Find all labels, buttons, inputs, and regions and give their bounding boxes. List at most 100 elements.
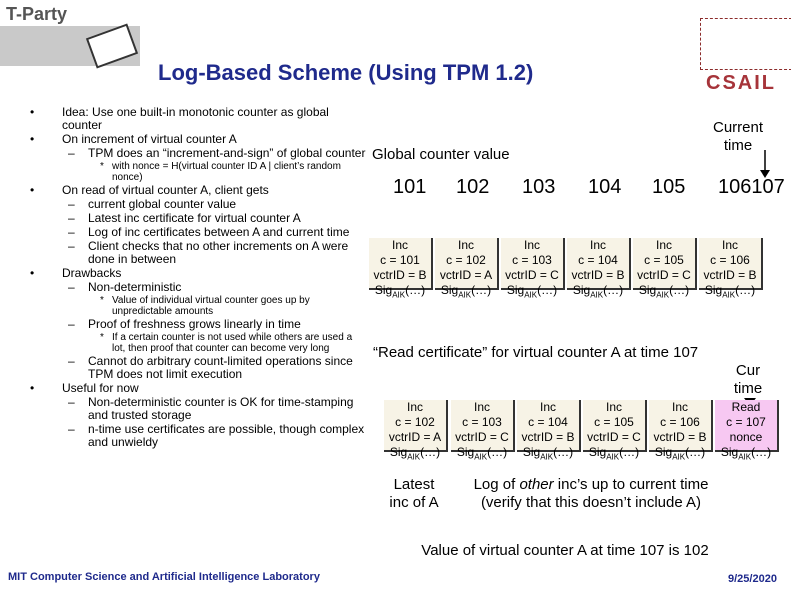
global-counter-label: Global counter value <box>372 146 510 163</box>
sig-args: (…) <box>420 445 441 459</box>
bullet-item: Latest inc certificate for virtual count… <box>28 212 368 226</box>
footer-text: MIT Computer Science and Artificial Inte… <box>8 571 320 583</box>
card-v: vctrID = A <box>439 268 493 282</box>
latest-inc-label: Latest inc of A <box>389 476 439 511</box>
sig-sub: AIK <box>407 452 421 462</box>
current-time-label: Current time <box>712 119 764 154</box>
sig-sub: AIK <box>738 452 752 462</box>
card-h: Inc <box>605 400 622 414</box>
bullet-item: Non-deterministic counter is OK for time… <box>28 396 368 422</box>
card-h: Inc <box>473 400 490 414</box>
card-signature: SigAIK(…) <box>715 445 777 464</box>
card-h: Inc <box>539 400 556 414</box>
bullet-item: n-time use certificates are possible, th… <box>28 423 368 449</box>
brand-logo: T-Party <box>6 4 68 24</box>
card-h: Inc <box>457 238 474 252</box>
log-text-em: other <box>519 476 554 493</box>
bullet-item: with nonce = H(virtual counter ID A | cl… <box>28 161 368 183</box>
card-c: c = 106 <box>710 253 750 267</box>
card-v: vctrID = C <box>455 430 509 444</box>
card-signature: SigAIK(…) <box>451 445 513 464</box>
sig-sub: AIK <box>672 452 686 462</box>
bullet-item: Value of individual virtual counter goes… <box>28 295 368 317</box>
log-text-pre: Log of <box>473 476 520 493</box>
sig-args: (…) <box>471 283 492 297</box>
sig-text: Sig <box>654 445 673 459</box>
sig-sub: AIK <box>590 290 604 300</box>
card-signature: SigAIK(…) <box>633 283 695 302</box>
card-c: c = 106 <box>660 415 700 429</box>
card-v: vctrID = B <box>521 430 575 444</box>
card-signature: SigAIK(…) <box>517 445 579 464</box>
sig-text: Sig <box>704 283 723 297</box>
card-signature: SigAIK(…) <box>567 283 629 302</box>
bullet-item: Non-deterministic <box>28 281 368 295</box>
sig-sub: AIK <box>656 290 670 300</box>
sig-args: (…) <box>751 445 772 459</box>
bullet-item: Drawbacks <box>28 267 368 281</box>
card-v: nonce <box>729 430 763 444</box>
cur-time-label: Cur time <box>733 362 763 397</box>
card-signature: SigAIK(…) <box>435 283 497 302</box>
grid-logo <box>700 18 791 70</box>
card-signature: SigAIK(…) <box>649 445 711 464</box>
card-v: vctrID = B <box>703 268 757 282</box>
card-signature: SigAIK(…) <box>501 283 563 302</box>
card-signature: SigAIK(…) <box>583 445 645 464</box>
card-c: c = 103 <box>512 253 552 267</box>
slide-date: 9/25/2020 <box>728 573 777 585</box>
global-counter-value: 101 <box>393 176 427 198</box>
sig-text: Sig <box>572 283 591 297</box>
bullet-item: On increment of virtual counter A <box>28 133 368 147</box>
bullet-item: Idea: Use one built-in monotonic counter… <box>28 106 368 132</box>
bullet-item: Client checks that no other increments o… <box>28 240 368 266</box>
bullet-item: Useful for now <box>28 382 368 396</box>
card-c: c = 102 <box>446 253 486 267</box>
sig-sub: AIK <box>392 290 406 300</box>
card-h: Inc <box>391 238 408 252</box>
card-signature: SigAIK(…) <box>384 445 446 464</box>
card-h: Inc <box>406 400 423 414</box>
sig-args: (…) <box>735 283 756 297</box>
bullet-item: On read of virtual counter A, client get… <box>28 184 368 198</box>
card-c: c = 107 <box>726 415 766 429</box>
global-counter-value: 106107 <box>718 176 785 198</box>
card-c: c = 103 <box>462 415 502 429</box>
bullet-list: Idea: Use one built-in monotonic counter… <box>28 106 368 450</box>
sig-args: (…) <box>685 445 706 459</box>
card-v: vctrID = B <box>571 268 625 282</box>
sig-sub: AIK <box>606 452 620 462</box>
bullet-item: current global counter value <box>28 198 368 212</box>
card-v: vctrID = C <box>587 430 641 444</box>
card-h: Inc <box>523 238 540 252</box>
current-time-arrow <box>760 150 770 178</box>
sig-text: Sig <box>720 445 739 459</box>
sig-sub: AIK <box>474 452 488 462</box>
value-text: Value of virtual counter A at time 107 i… <box>421 542 709 559</box>
card-h: Inc <box>671 400 688 414</box>
card-v: vctrID = C <box>637 268 691 282</box>
card-v: vctrID = A <box>388 430 442 444</box>
sig-sub: AIK <box>524 290 538 300</box>
sig-args: (…) <box>669 283 690 297</box>
card-signature: SigAIK(…) <box>699 283 761 302</box>
sig-text: Sig <box>638 283 657 297</box>
slide-title: Log-Based Scheme (Using TPM 1.2) <box>158 60 534 85</box>
read-cert-label: “Read certificate” for virtual counter A… <box>373 344 699 361</box>
sig-args: (…) <box>487 445 508 459</box>
card-h: Inc <box>721 238 738 252</box>
bullet-item: Log of inc certificates between A and cu… <box>28 226 368 240</box>
global-counter-value: 105 <box>652 176 686 198</box>
card-h: Inc <box>655 238 672 252</box>
sig-text: Sig <box>440 283 459 297</box>
sig-args: (…) <box>537 283 558 297</box>
card-c: c = 102 <box>395 415 435 429</box>
card-v: vctrID = B <box>653 430 707 444</box>
